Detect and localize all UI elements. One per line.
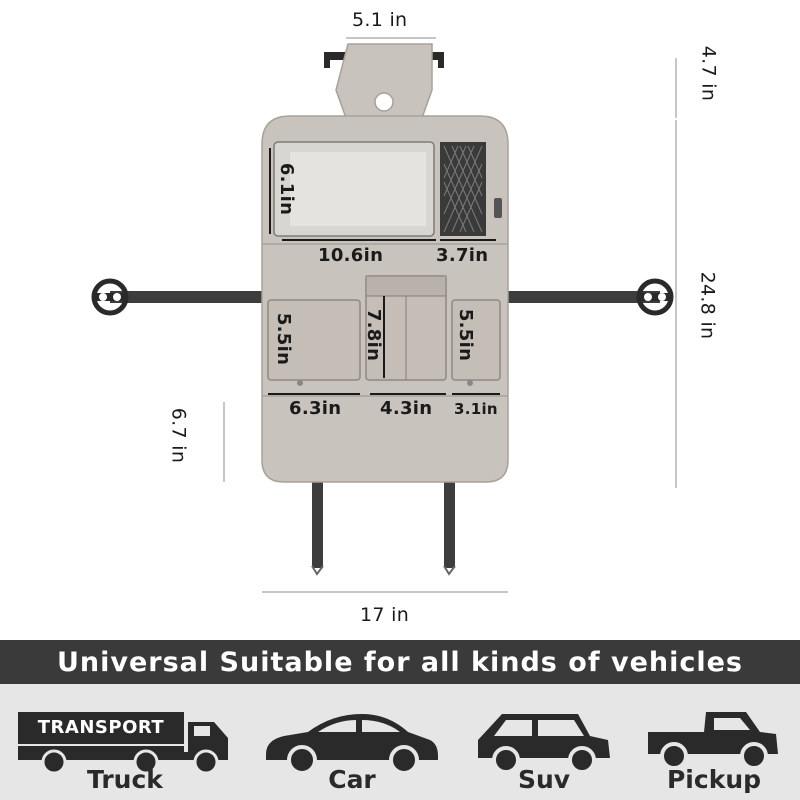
headrest-hanger xyxy=(324,43,444,119)
vehicle-truck: TRANSPORT Truck xyxy=(14,684,236,800)
right-pocket-height-label: 5.5in xyxy=(455,308,476,362)
left-strap xyxy=(110,291,270,303)
bottom-right-strap xyxy=(444,478,455,568)
vehicle-types: TRANSPORT Truck Car Suv Picku xyxy=(0,684,800,800)
vehicle-label-suv: Suv xyxy=(517,765,571,794)
total-height-label: 24.8 in xyxy=(696,271,719,340)
vehicle-suv: Suv xyxy=(474,684,614,800)
bottom-left-hook-icon xyxy=(311,565,324,576)
left-buckle-icon xyxy=(91,278,129,316)
pickup-icon xyxy=(648,712,778,770)
truck-icon xyxy=(18,712,228,775)
organizer-illustration xyxy=(91,37,677,593)
left-pocket xyxy=(267,299,361,381)
suv-icon xyxy=(478,714,610,774)
compatibility-banner: Universal Suitable for all kinds of vehi… xyxy=(0,640,800,684)
left-pocket-height-label: 5.5in xyxy=(273,312,294,366)
tablet-width-label: 10.6in xyxy=(318,245,384,266)
pen-holder xyxy=(494,198,502,218)
bottom-left-strap xyxy=(312,478,323,568)
right-pocket xyxy=(451,299,501,381)
tablet-height-label: 6.1in xyxy=(276,162,297,216)
top-width-label: 5.1 in xyxy=(352,9,408,31)
vehicle-car: Car xyxy=(262,684,442,800)
right-strap xyxy=(500,291,660,303)
middle-pocket-height-label: 7.8in xyxy=(363,308,384,362)
bottom-width-label: 17 in xyxy=(360,604,410,626)
vehicle-label-car: Car xyxy=(328,765,376,794)
left-pocket-width-label: 6.3in xyxy=(289,398,342,419)
vehicle-pickup: Pickup xyxy=(644,684,784,800)
right-buckle-icon xyxy=(636,278,674,316)
vehicle-label-truck: Truck xyxy=(87,765,163,794)
middle-pocket-width-label: 4.3in xyxy=(380,398,433,419)
transport-badge: TRANSPORT xyxy=(37,717,165,738)
mesh-pocket xyxy=(440,142,486,236)
top-height-label: 4.7 in xyxy=(697,45,720,102)
lower-height-label: 6.7 in xyxy=(167,407,190,464)
car-icon xyxy=(266,714,438,775)
bottom-right-hook-icon xyxy=(443,565,456,576)
right-pocket-width-label: 3.1in xyxy=(454,400,498,418)
mesh-width-label: 3.7in xyxy=(436,245,489,266)
vehicle-label-pickup: Pickup xyxy=(666,765,762,794)
